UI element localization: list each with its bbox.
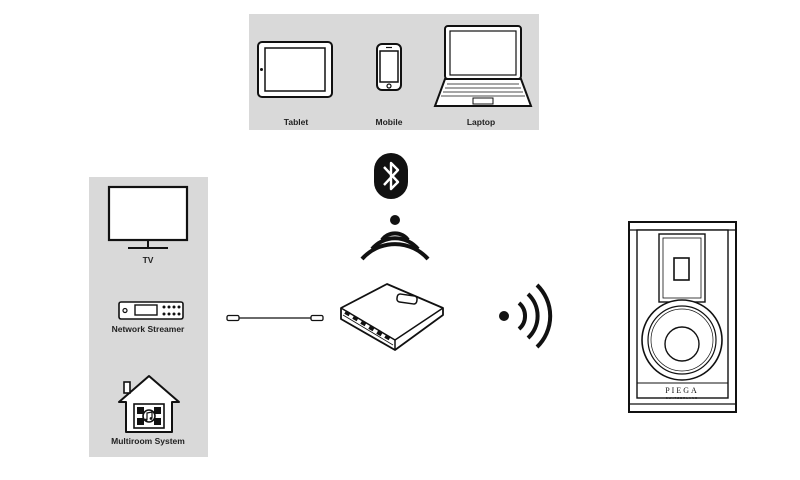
mobile-label: Mobile (375, 117, 403, 127)
speaker-icon: PIEGA SWITZERLAND (628, 221, 737, 413)
network-streamer-label: Network Streamer (111, 324, 185, 334)
speaker-brand: PIEGA (665, 386, 699, 395)
cable-icon (226, 314, 324, 322)
bluetooth-icon (374, 153, 408, 199)
tv-label: TV (142, 255, 154, 265)
mobile-icon (376, 43, 402, 91)
network-streamer-icon (118, 301, 184, 320)
wireless-waves-icon (360, 215, 430, 261)
speaker-subtitle: SWITZERLAND (666, 396, 699, 400)
tablet-label: Tablet (283, 117, 309, 127)
tablet-icon (257, 41, 333, 98)
multiroom-icon (118, 375, 180, 433)
multiroom-label: Multiroom System (111, 436, 185, 446)
laptop-icon (433, 25, 533, 107)
speaker-wireless-waves-icon (499, 283, 553, 349)
laptop-label: Laptop (466, 117, 496, 127)
wireless-hub-icon (340, 283, 444, 351)
tv-icon (107, 185, 189, 249)
